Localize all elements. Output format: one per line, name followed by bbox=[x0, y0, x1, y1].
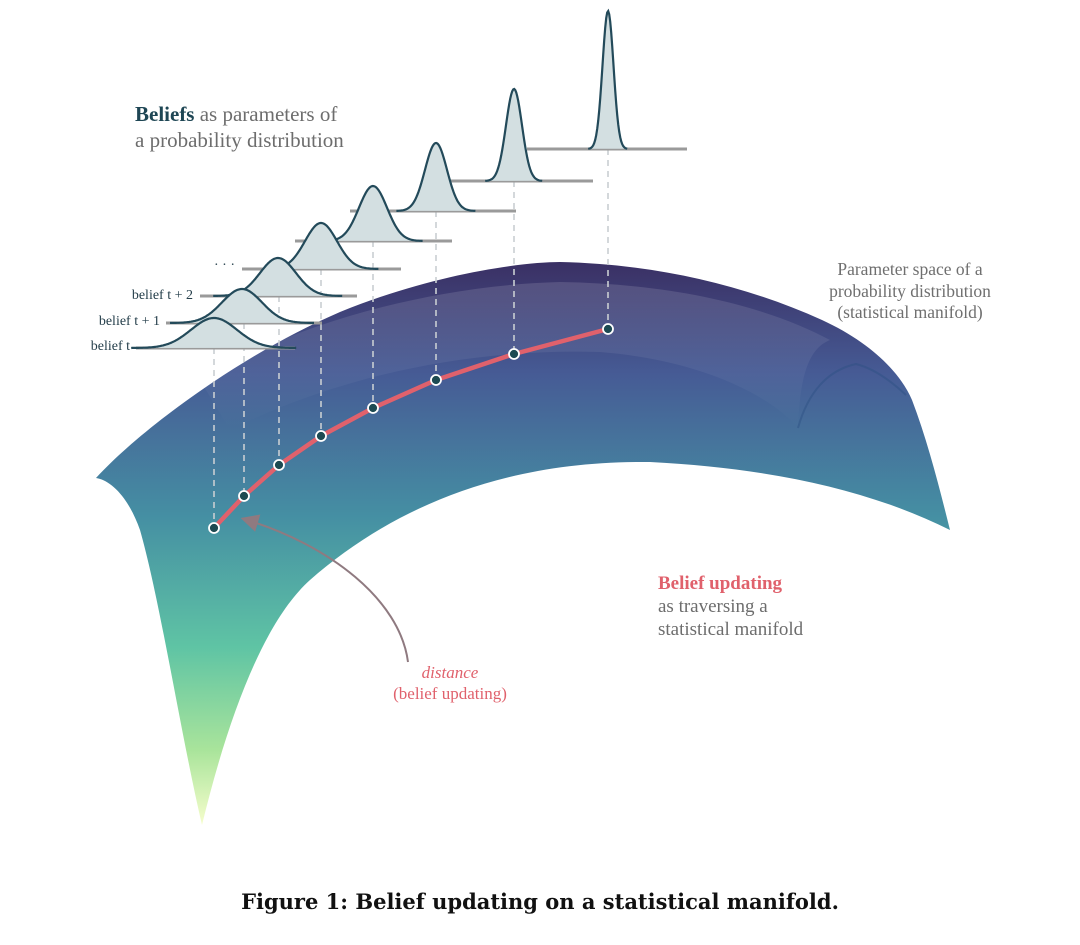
distance-label-italic: distance bbox=[421, 663, 479, 682]
belief-point bbox=[602, 323, 614, 335]
belief-t-label: belief t bbox=[90, 339, 130, 354]
distance-label-line2: (belief updating) bbox=[393, 684, 507, 703]
belief-fill bbox=[170, 289, 314, 323]
beliefs-heading-bold: Beliefs bbox=[135, 102, 195, 126]
belief-distribution bbox=[430, 87, 593, 183]
belief-distribution bbox=[131, 316, 297, 350]
belief-updating-bold: Belief updating bbox=[658, 573, 783, 594]
manifold-label-line3: (statistical manifold) bbox=[837, 302, 983, 322]
beliefs-heading: Beliefs as parameters of a probability d… bbox=[135, 101, 344, 153]
belief-curve bbox=[131, 316, 297, 350]
belief-fill bbox=[396, 143, 476, 211]
belief-fill bbox=[263, 223, 379, 269]
belief-distribution bbox=[166, 287, 322, 325]
belief-fill bbox=[588, 11, 628, 149]
belief-updating-label: Belief updating as traversing a statisti… bbox=[658, 572, 803, 641]
beliefs-heading-line2: a probability distribution bbox=[135, 128, 344, 152]
belief-point bbox=[430, 374, 442, 386]
belief-fill bbox=[322, 186, 423, 241]
beliefs-heading-line1: as parameters of bbox=[194, 102, 338, 126]
distance-arrow bbox=[240, 514, 409, 663]
belief-distribution bbox=[527, 8, 687, 151]
belief-curve bbox=[485, 87, 543, 182]
belief-point bbox=[315, 430, 327, 442]
belief-updating-line3: statistical manifold bbox=[658, 619, 804, 640]
belief-dots-label: · · · bbox=[214, 258, 235, 273]
belief-fill bbox=[485, 89, 543, 181]
belief-curve bbox=[170, 287, 314, 324]
figure-caption: Figure 1: Belief updating on a statistic… bbox=[241, 889, 839, 914]
updating-path bbox=[211, 326, 611, 531]
manifold-label: Parameter space of a probability distrib… bbox=[795, 259, 1025, 324]
belief-curve bbox=[396, 141, 476, 212]
belief-point bbox=[208, 522, 220, 534]
belief-t1-label: belief t + 1 bbox=[98, 314, 160, 329]
manifold-surface bbox=[96, 262, 950, 825]
distance-label: distance (belief updating) bbox=[350, 662, 550, 704]
belief-fill bbox=[213, 258, 343, 296]
belief-updating-line2: as traversing a bbox=[658, 596, 768, 617]
manifold-label-line2: probability distribution bbox=[829, 280, 991, 301]
manifold-highlight bbox=[200, 282, 830, 430]
belief-point bbox=[367, 402, 379, 414]
belief-point bbox=[238, 490, 250, 502]
belief-point bbox=[508, 348, 520, 360]
belief-curve bbox=[322, 184, 423, 242]
manifold-fold bbox=[797, 362, 907, 429]
belief-curve bbox=[587, 8, 628, 150]
belief-fill bbox=[131, 318, 297, 348]
belief-point bbox=[273, 459, 285, 471]
belief-t2-label: belief t + 2 bbox=[131, 288, 193, 303]
manifold-label-line1: Parameter space of a bbox=[837, 259, 983, 279]
